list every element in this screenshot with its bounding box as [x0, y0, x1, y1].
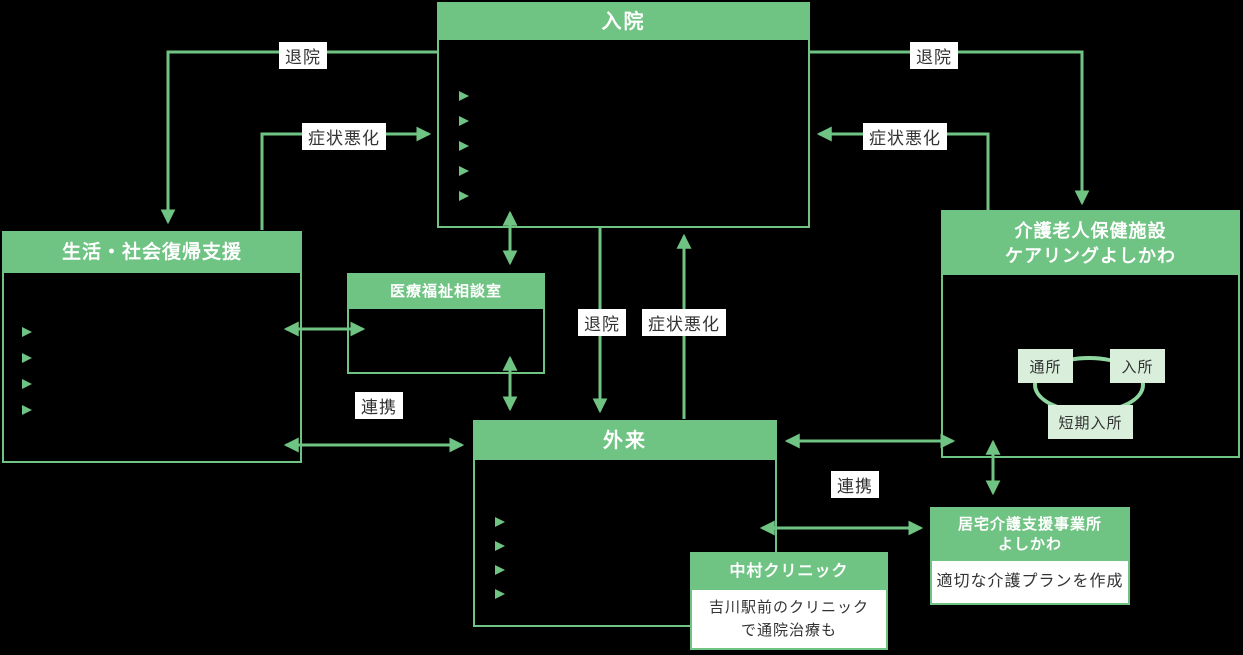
cycle-label: 入所 [1121, 358, 1154, 376]
node-title-line1: 居宅介護支援事業所 [957, 515, 1102, 533]
node-title-line1: 介護老人保健施設 [1014, 221, 1167, 242]
node-title-text: 中村クリニック [729, 563, 849, 581]
edge-label-discharge-left: 退院 [279, 42, 327, 69]
bullet-icon [459, 116, 469, 126]
node-hospitalization: 入院 [437, 2, 810, 228]
bullet-icon [495, 517, 505, 527]
bullet-icon [22, 379, 32, 389]
edge-label-worsening-left: 症状悪化 [302, 123, 386, 150]
hospitalization-bullet-list [459, 91, 469, 201]
cycle-box-day-care: 通所 [1018, 349, 1073, 383]
node-outpatient: 外来 [473, 420, 777, 627]
clinic-body-line1: 吉川駅前のクリニック [708, 598, 869, 616]
node-title-text: 入院 [601, 10, 646, 33]
clinic-body-line2: で通院治療も [740, 622, 837, 639]
cycle-label: 通所 [1029, 358, 1062, 376]
bullet-icon [495, 541, 505, 551]
node-outpatient-title: 外来 [475, 422, 775, 460]
node-life-support-title: 生活・社会復帰支援 [4, 233, 300, 273]
cycle-box-admission: 入所 [1110, 349, 1165, 383]
edge-label-cooperation-right: 連携 [831, 471, 879, 498]
node-home-care-title: 居宅介護支援事業所 よしかわ [932, 509, 1128, 561]
node-title-text: 外来 [603, 429, 647, 452]
node-life-support: 生活・社会復帰支援 [2, 231, 302, 463]
bullet-icon [22, 327, 32, 337]
bullet-icon [459, 166, 469, 176]
bullet-icon [495, 589, 505, 599]
node-consultation: 医療福祉相談室 [347, 273, 545, 374]
node-consultation-title: 医療福祉相談室 [349, 275, 543, 309]
node-title-line2: よしかわ [997, 536, 1062, 553]
edge-label-worsening-right: 症状悪化 [863, 123, 947, 150]
home-care-body-text: 適切な介護プランを作成 [936, 572, 1124, 590]
node-title-text: 生活・社会復帰支援 [61, 242, 242, 264]
bullet-icon [22, 353, 32, 363]
life-support-bullet-list [22, 327, 32, 415]
edge-label-worsening-center: 症状悪化 [642, 309, 726, 336]
cycle-box-short-stay: 短期入所 [1048, 405, 1133, 439]
cycle-label: 短期入所 [1058, 414, 1123, 432]
node-title-line2: ケアリングよしかわ [1005, 245, 1176, 266]
node-clinic-title: 中村クリニック [692, 554, 886, 590]
node-care-facility: 介護老人保健施設 ケアリングよしかわ [941, 210, 1240, 458]
node-clinic-body: 吉川駅前のクリニック で通院治療も [692, 590, 886, 648]
node-hospitalization-title: 入院 [439, 4, 808, 40]
node-care-facility-title: 介護老人保健施設 ケアリングよしかわ [943, 212, 1238, 275]
outpatient-bullet-list [495, 517, 505, 599]
node-clinic: 中村クリニック 吉川駅前のクリニック で通院治療も [690, 552, 888, 650]
bullet-icon [459, 91, 469, 101]
node-home-care-body: 適切な介護プランを作成 [932, 561, 1128, 603]
bullet-icon [459, 141, 469, 151]
bullet-icon [495, 565, 505, 575]
node-title-text: 医療福祉相談室 [389, 282, 502, 300]
edge-label-cooperation-left: 連携 [355, 392, 403, 419]
edge-label-discharge-right: 退院 [910, 42, 958, 69]
node-home-care: 居宅介護支援事業所 よしかわ 適切な介護プランを作成 [930, 507, 1130, 605]
edge-label-discharge-center: 退院 [578, 309, 626, 336]
bullet-icon [22, 405, 32, 415]
bullet-icon [459, 191, 469, 201]
